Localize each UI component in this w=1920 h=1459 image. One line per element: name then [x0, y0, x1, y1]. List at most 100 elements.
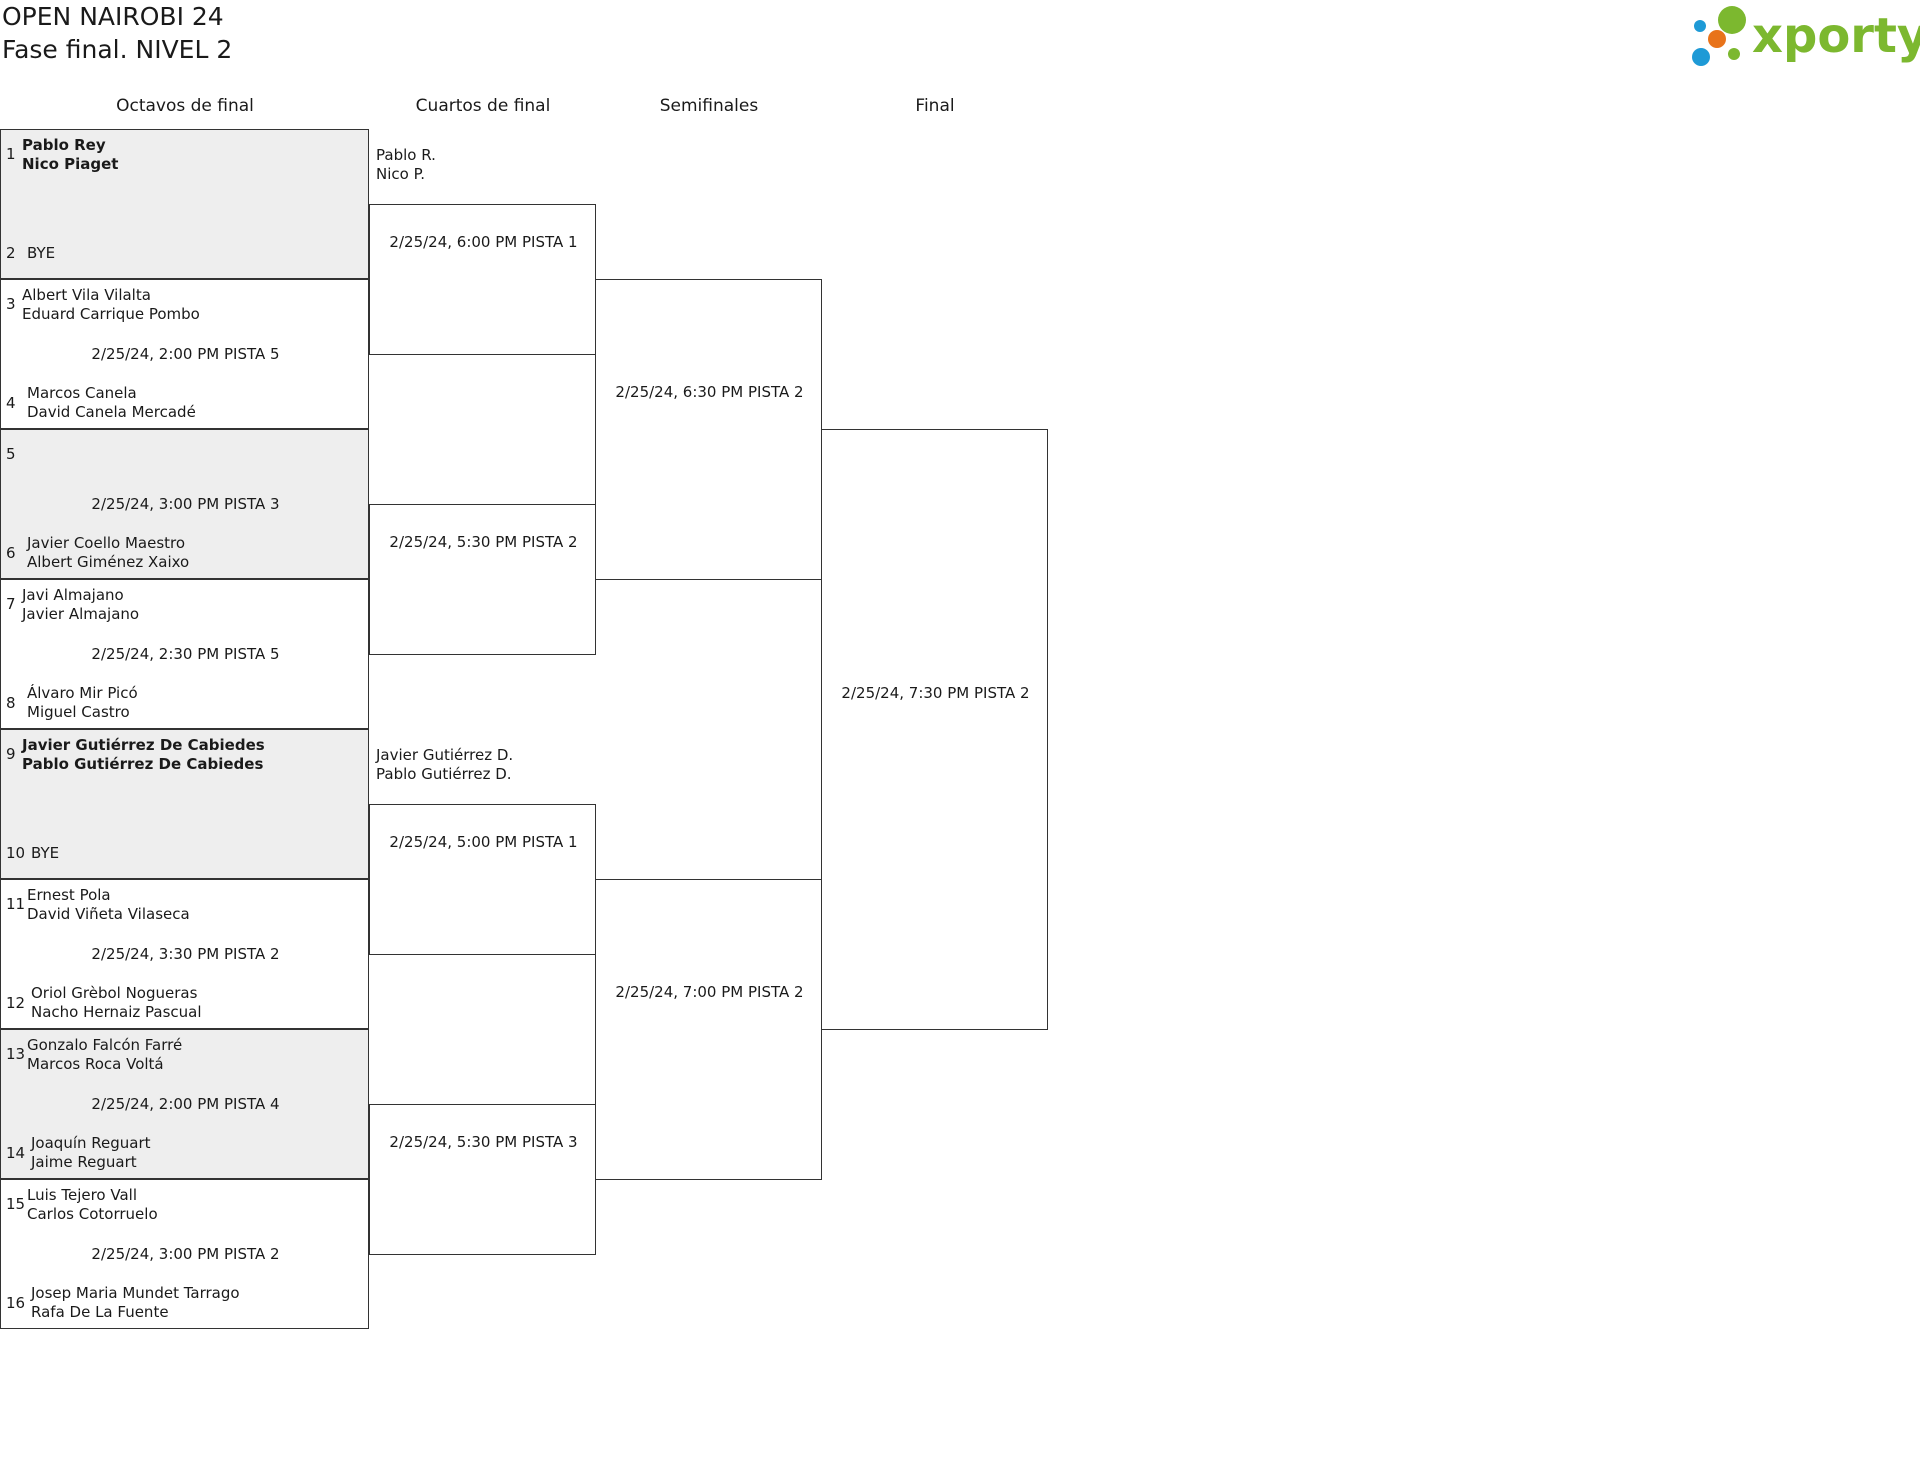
match-schedule: 2/25/24, 3:00 PM PISTA 3: [91, 495, 280, 513]
final-match[interactable]: 2/25/24, 7:30 PM PISTA 2: [821, 429, 1048, 1030]
player-name: Nico Piaget: [22, 155, 119, 173]
match-schedule: 2/25/24, 5:00 PM PISTA 1: [389, 833, 578, 851]
seed-number: 9: [6, 745, 16, 763]
seed-number: 13: [6, 1045, 26, 1063]
player-name: Nacho Hernaiz Pascual: [31, 1003, 202, 1021]
logo-dot-green-small: [1728, 48, 1740, 60]
round-header-semis: Semifinales: [659, 96, 759, 116]
qf-match[interactable]: 2/25/24, 5:30 PM PISTA 2: [369, 504, 596, 655]
round-header-quarters: Cuartos de final: [415, 96, 551, 116]
seed-number: 10: [6, 844, 26, 862]
player-name: Pablo Gutiérrez De Cabiedes: [22, 755, 264, 773]
team-bottom[interactable]: BYE: [27, 244, 55, 263]
seed-number: 4: [6, 394, 16, 412]
player-name: Jaime Reguart: [31, 1153, 137, 1171]
logo-dot-blue: [1692, 48, 1710, 66]
player-name: Luis Tejero Vall: [27, 1186, 137, 1204]
player-name: Marcos Roca Voltá: [27, 1055, 164, 1073]
player-name: Albert Giménez Xaixo: [27, 553, 190, 571]
player-name: David Viñeta Vilaseca: [27, 905, 190, 923]
sf-match[interactable]: 2/25/24, 7:00 PM PISTA 2: [595, 879, 822, 1180]
seed-number: 12: [6, 994, 26, 1012]
qf-match[interactable]: 2/25/24, 6:00 PM PISTA 1: [369, 204, 596, 355]
seed-number: 1: [6, 145, 16, 163]
tournament-subtitle: Fase final. NIVEL 2: [2, 35, 233, 64]
player-name: Javier Almajano: [22, 605, 140, 623]
player-name: Rafa De La Fuente: [31, 1303, 169, 1321]
match-schedule: 2/25/24, 5:30 PM PISTA 2: [389, 533, 578, 551]
player-name: Javi Almajano: [22, 586, 124, 604]
player-name: Eduard Carrique Pombo: [22, 305, 200, 323]
logo-dot-blue-top: [1694, 20, 1706, 32]
player-name: Javier Gutiérrez D.: [376, 746, 514, 764]
seed-number: 16: [6, 1294, 26, 1312]
match-schedule: 2/25/24, 2:00 PM PISTA 5: [91, 345, 280, 363]
player-name: Miguel Castro: [27, 703, 130, 721]
seed-number: 14: [6, 1144, 26, 1162]
logo-dot-orange: [1708, 30, 1726, 48]
player-name: Pablo Gutiérrez D.: [376, 765, 512, 783]
match-schedule: 2/25/24, 2:00 PM PISTA 4: [91, 1095, 280, 1113]
seed-number: 8: [6, 694, 16, 712]
xporty-logo: xporty: [1692, 4, 1920, 70]
player-name: Josep Maria Mundet Tarrago: [31, 1284, 240, 1302]
round-header-r16: Octavos de final: [116, 96, 254, 116]
player-name: Oriol Grèbol Nogueras: [31, 984, 198, 1002]
player-name: Albert Vila Vilalta: [22, 286, 151, 304]
match-schedule: 2/25/24, 3:00 PM PISTA 2: [91, 1245, 280, 1263]
match-schedule: 2/25/24, 7:00 PM PISTA 2: [615, 983, 804, 1001]
player-name: Joaquín Reguart: [31, 1134, 151, 1152]
round-header-final: Final: [915, 96, 955, 116]
seed-number: 11: [6, 895, 26, 913]
seed-number: 6: [6, 544, 16, 562]
player-name: Nico P.: [376, 165, 426, 183]
match-schedule: 2/25/24, 6:00 PM PISTA 1: [389, 233, 578, 251]
sf-match[interactable]: 2/25/24, 6:30 PM PISTA 2: [595, 279, 822, 580]
team-bottom[interactable]: BYE: [31, 844, 59, 863]
logo-text: xporty: [1752, 8, 1920, 64]
qf-match[interactable]: 2/25/24, 5:00 PM PISTA 1: [369, 804, 596, 955]
player-name: Pablo R.: [376, 146, 436, 164]
advanced-team: Pablo R.Nico P.: [376, 146, 436, 184]
player-name: BYE: [27, 244, 56, 262]
seed-number: 3: [6, 295, 16, 313]
match-schedule: 2/25/24, 3:30 PM PISTA 2: [91, 945, 280, 963]
seed-number: 7: [6, 595, 16, 613]
tournament-title: OPEN NAIROBI 24: [2, 2, 224, 31]
seed-number: 15: [6, 1195, 26, 1213]
player-name: Carlos Cotorruelo: [27, 1205, 158, 1223]
seed-number: 2: [6, 244, 16, 262]
player-name: Álvaro Mir Picó: [27, 684, 138, 702]
match-schedule: 2/25/24, 5:30 PM PISTA 3: [389, 1133, 578, 1151]
player-name: Pablo Rey: [22, 136, 106, 154]
match-schedule: 2/25/24, 7:30 PM PISTA 2: [841, 684, 1030, 702]
logo-dot-green: [1718, 6, 1746, 34]
match-schedule: 2/25/24, 2:30 PM PISTA 5: [91, 645, 280, 663]
player-name: BYE: [31, 844, 60, 862]
player-name: Javier Gutiérrez De Cabiedes: [22, 736, 265, 754]
qf-match[interactable]: 2/25/24, 5:30 PM PISTA 3: [369, 1104, 596, 1255]
advanced-team: Javier Gutiérrez D.Pablo Gutiérrez D.: [376, 746, 513, 784]
player-name: Ernest Pola: [27, 886, 111, 904]
